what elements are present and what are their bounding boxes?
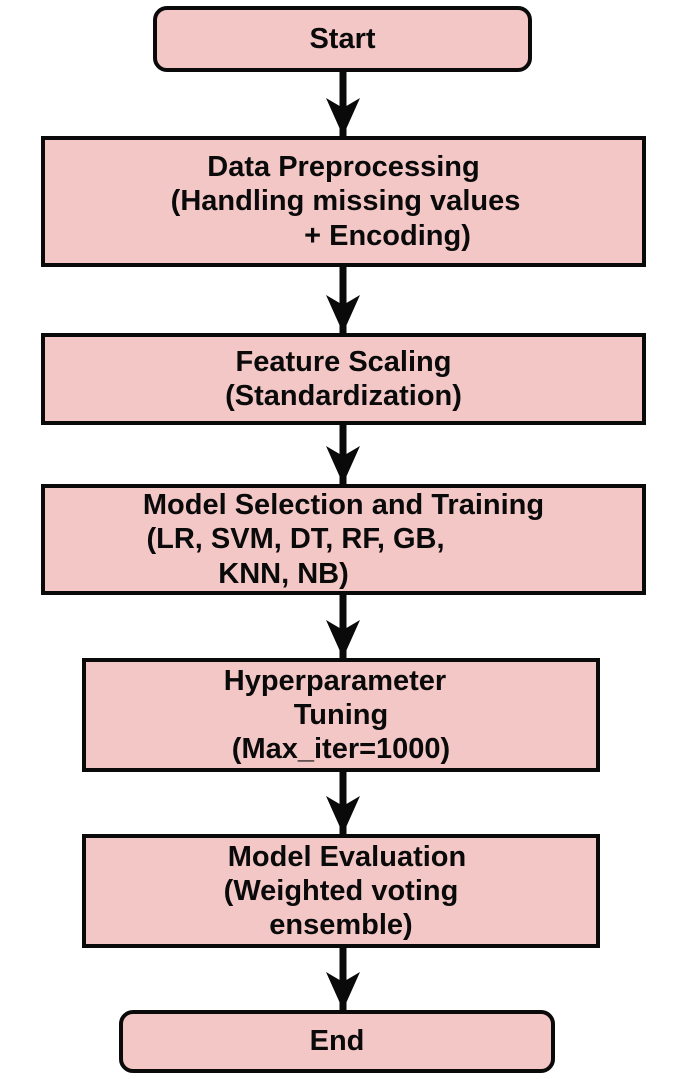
data-preprocessing-node: Data Preprocessing (Handling missing val… xyxy=(41,136,646,267)
feature-scaling-title: Feature Scaling xyxy=(235,345,452,378)
end-node: End xyxy=(119,1010,555,1073)
data-preprocessing-detail-1: (Handling missing values xyxy=(170,185,521,218)
start-node: Start xyxy=(153,6,532,72)
model-evaluation-detail-2: ensemble) xyxy=(269,909,413,942)
model-evaluation-title: Model Evaluation xyxy=(227,840,467,873)
hyperparameter-tuning-title-1: Hyperparameter xyxy=(223,664,447,697)
hyperparameter-tuning-title-2: Tuning xyxy=(293,698,389,731)
model-evaluation-detail-1: (Weighted voting xyxy=(223,874,459,907)
model-selection-detail-2: KNN, NB) xyxy=(218,557,349,590)
hyperparameter-tuning-detail: (Max_iter=1000) xyxy=(231,733,451,766)
model-selection-title: Model Selection and Training xyxy=(142,489,545,522)
model-selection-node: Model Selection and Training (LR, SVM, D… xyxy=(41,484,646,595)
feature-scaling-detail: (Standardization) xyxy=(225,380,462,412)
feature-scaling-node: Feature Scaling (Standardization) xyxy=(41,333,646,425)
start-node-label: Start xyxy=(309,22,376,55)
model-evaluation-node: Model Evaluation (Weighted voting ensemb… xyxy=(82,834,600,948)
data-preprocessing-detail-2: + Encoding) xyxy=(304,219,471,252)
model-selection-detail-1: (LR, SVM, DT, RF, GB, xyxy=(146,523,445,556)
end-node-label: End xyxy=(309,1025,365,1058)
hyperparameter-tuning-node: Hyperparameter Tuning (Max_iter=1000) xyxy=(82,658,600,772)
data-preprocessing-title: Data Preprocessing xyxy=(207,151,480,184)
